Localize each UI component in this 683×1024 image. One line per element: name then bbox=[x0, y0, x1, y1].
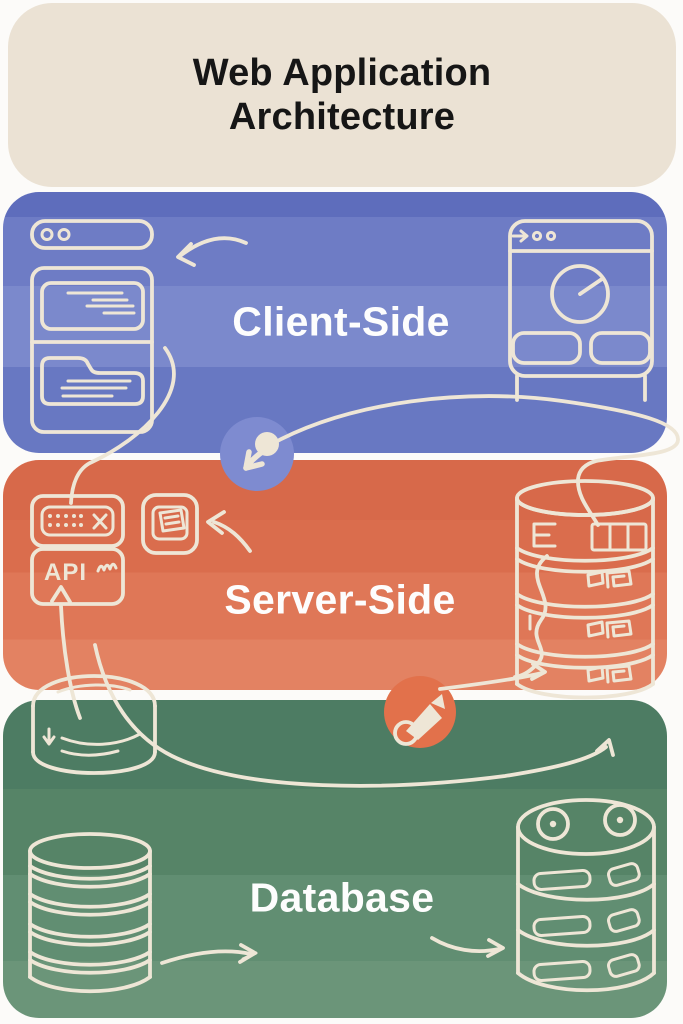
layer-band-database bbox=[3, 700, 667, 1018]
layer-label-database: Database bbox=[249, 874, 435, 921]
layer-label-client: Client-Side bbox=[232, 298, 450, 345]
layer-label-server: Server-Side bbox=[224, 576, 456, 623]
header-card: Web Application Architecture bbox=[8, 3, 676, 187]
page-title: Web Application Architecture bbox=[192, 51, 492, 138]
layer-band-server bbox=[3, 460, 667, 690]
